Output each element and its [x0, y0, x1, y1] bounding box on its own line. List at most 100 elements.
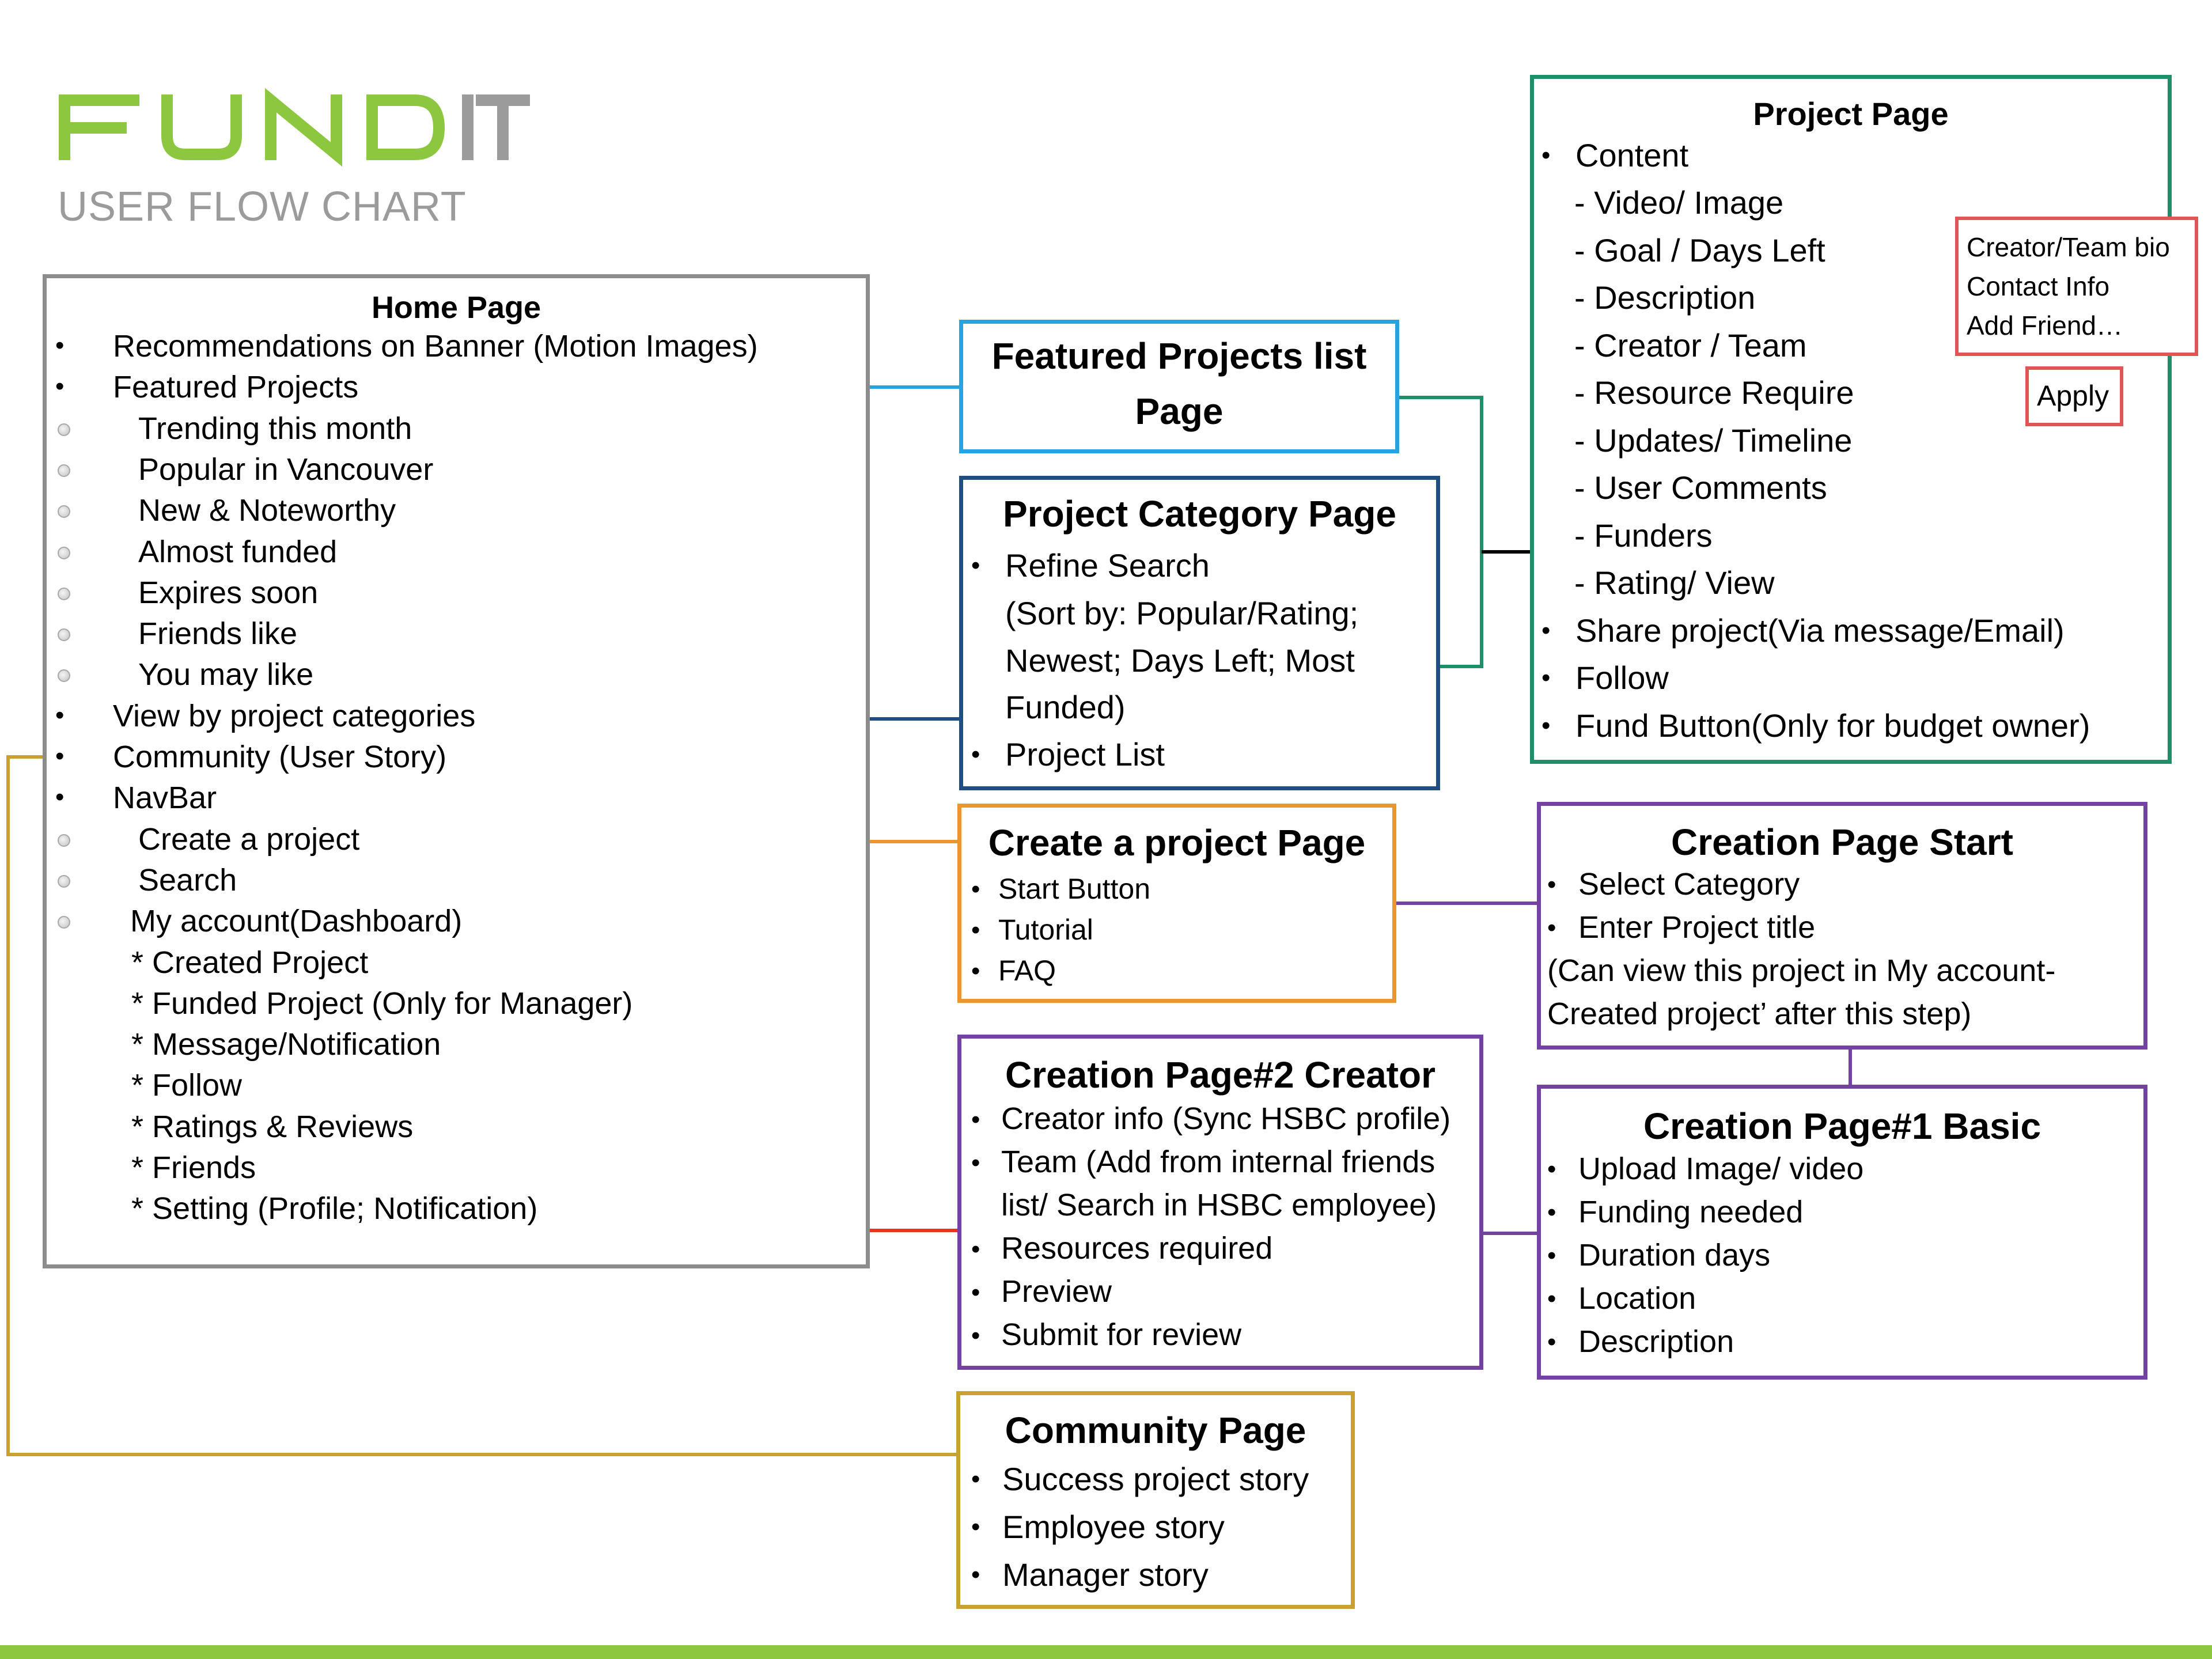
project-item: Fund Button(Only for budget owner): [1575, 707, 2090, 744]
home-list-item: * Created Project: [131, 945, 369, 980]
creation-page-2-box: Creation Page#2 Creator: [957, 1035, 1483, 1370]
creation-2-item: Submit for review: [1001, 1317, 1242, 1352]
creation-1-item: Description: [1578, 1324, 1734, 1359]
create-project-item: FAQ: [998, 955, 1056, 987]
home-list-item: * Setting (Profile; Notification): [131, 1191, 538, 1226]
bullet: •: [971, 1321, 980, 1350]
bullet: •: [1547, 914, 1556, 942]
creation-start-item: Select Category: [1578, 867, 1800, 902]
creation-2-title: Creation Page#2 Creator: [1005, 1054, 1435, 1096]
home-list-item: Search: [138, 863, 237, 897]
bio-item: Add Friend…: [1967, 310, 2123, 340]
community-page-box: Community Page: [956, 1391, 1355, 1609]
community-title: Community Page: [1005, 1410, 1306, 1451]
home-list-item: * Follow: [131, 1068, 243, 1103]
creation-start-item: (Can view this project in My account-: [1547, 953, 2056, 988]
project-item: - Funders: [1574, 517, 1713, 554]
creation-1-item: Duration days: [1578, 1238, 1771, 1272]
creation-1-item: Location: [1578, 1281, 1696, 1316]
category-item: Project List: [1005, 736, 1165, 772]
bullet: •: [971, 957, 980, 985]
creation-1-title: Creation Page#1 Basic: [1643, 1105, 2041, 1147]
project-item: - Video/ Image: [1574, 184, 1784, 221]
creation-2-item: list/ Search in HSBC employee): [1001, 1188, 1437, 1222]
apply-label: Apply: [2037, 380, 2109, 412]
community-item: Manager story: [1002, 1556, 1209, 1593]
home-page-box: Home Page: [43, 274, 870, 1268]
home-list-item: * Funded Project (Only for Manager): [131, 986, 633, 1021]
bullet: •: [971, 916, 980, 944]
bullet: •: [971, 1105, 980, 1134]
circle-bullet-icon: [58, 669, 70, 682]
bullet: •: [971, 740, 980, 768]
bullet: •: [1547, 1328, 1556, 1356]
circle-bullet-icon: [58, 916, 70, 929]
bullet: •: [971, 875, 980, 903]
creation-start-item: Created project’ after this step): [1547, 997, 1972, 1031]
home-list-item: Create a project: [138, 822, 360, 857]
bullet: •: [971, 1278, 980, 1306]
project-item: - User Comments: [1574, 469, 1827, 506]
bullet: •: [1547, 870, 1556, 899]
home-list-item: NavBar: [113, 781, 217, 815]
home-list-item: * Ratings & Reviews: [131, 1109, 414, 1144]
home-list-item: Community (User Story): [113, 740, 447, 774]
create-project-box: Create a project Page: [957, 804, 1396, 1003]
project-item: - Resource Require: [1574, 374, 1854, 411]
circle-bullet-icon: [58, 505, 70, 518]
apply-button[interactable]: [2025, 366, 2123, 426]
project-item: Follow: [1575, 660, 1669, 696]
bullet: •: [1547, 1198, 1556, 1226]
bullet: •: [971, 1560, 980, 1589]
bullet: •: [1541, 664, 1551, 692]
create-project-item: Tutorial: [998, 914, 1093, 946]
bullet: •: [1547, 1155, 1556, 1183]
bullet: •: [971, 1513, 980, 1541]
bullet: •: [1541, 711, 1551, 740]
project-item: - Description: [1574, 279, 1756, 316]
project-page-title: Project Page: [1753, 96, 1949, 132]
creation-1-item: Funding needed: [1578, 1195, 1804, 1229]
bullet: •: [1547, 1241, 1556, 1270]
bullet: •: [971, 1465, 980, 1493]
home-list-item: Featured Projects: [113, 370, 359, 404]
home-list-item: * Friends: [131, 1150, 256, 1185]
bio-item: Contact Info: [1967, 271, 2110, 301]
home-list-item: Friends like: [138, 616, 298, 651]
home-list-item: Almost funded: [138, 535, 338, 569]
project-category-box: Project Category Page: [959, 476, 1440, 790]
bullet: •: [55, 372, 65, 400]
community-item: Success project story: [1002, 1461, 1309, 1497]
project-item: Share project(Via message/Email): [1575, 612, 2065, 649]
circle-bullet-icon: [58, 628, 70, 641]
home-list-item: Recommendations on Banner (Motion Images…: [113, 329, 758, 363]
bullet: •: [1547, 1285, 1556, 1313]
circle-bullet-icon: [58, 547, 70, 559]
create-project-item: Start Button: [998, 873, 1151, 905]
creation-start-item: Enter Project title: [1578, 910, 1816, 945]
bullet: •: [55, 742, 65, 770]
home-list-item: Popular in Vancouver: [138, 452, 434, 487]
creation-2-item: Preview: [1001, 1274, 1112, 1309]
circle-bullet-icon: [58, 464, 70, 477]
bullet: •: [971, 1149, 980, 1177]
bio-item: Creator/Team bio: [1967, 232, 2170, 262]
home-list-item: My account(Dashboard): [130, 904, 463, 938]
project-item: - Creator / Team: [1574, 327, 1807, 363]
home-list-item: Trending this month: [138, 411, 412, 446]
bullet: •: [1541, 141, 1551, 169]
fundit-logo: [59, 88, 530, 167]
bullet: •: [55, 783, 65, 811]
creation-2-item: Team (Add from internal friends: [1001, 1145, 1435, 1179]
home-page-title: Home Page: [371, 290, 541, 325]
creator-bio-box: [1955, 217, 2198, 356]
featured-title-line1: Featured Projects list: [991, 335, 1367, 377]
project-item: - Goal / Days Left: [1574, 232, 1825, 268]
creation-page-start-box: Creation Page Start: [1537, 802, 2147, 1050]
create-project-title: Create a project Page: [988, 822, 1366, 863]
category-item: Funded): [1005, 689, 1126, 725]
category-item: Newest; Days Left; Most: [1005, 642, 1355, 679]
creation-2-item: Creator info (Sync HSBC profile): [1001, 1101, 1451, 1136]
bullet: •: [55, 701, 65, 729]
circle-bullet-icon: [58, 588, 70, 600]
